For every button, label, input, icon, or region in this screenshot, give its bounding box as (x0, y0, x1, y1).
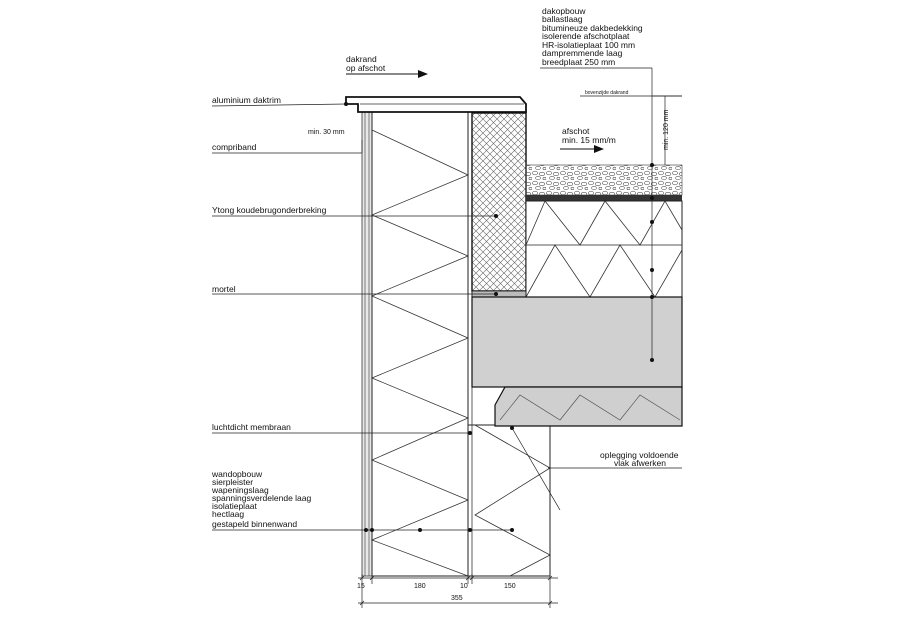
dim-150: 150 (504, 583, 516, 590)
label-compriband: compriband (212, 142, 257, 152)
insulation-zigzag (370, 129, 470, 577)
afschot-line: afschot (562, 126, 590, 136)
wandopbouw-line: hectlaag (212, 509, 244, 519)
label-ytong: Ytong koudebrugonderbreking (212, 205, 327, 215)
slab-bearing (494, 386, 683, 427)
label-oplegging: oplegging voldoende vlak afwerken (600, 450, 679, 468)
dakopbouw-line: dampremmende laag (542, 48, 623, 58)
roof-insulation (525, 200, 683, 298)
wall-finish-layers (361, 105, 373, 577)
inner-leaf (467, 424, 551, 577)
roof-build-up (525, 164, 683, 298)
oplegging-line: vlak afwerken (614, 458, 666, 468)
wandopbouw-line: wapeningslaag (211, 485, 269, 495)
label-aluminium-daktrim: aluminium daktrim (212, 95, 281, 105)
oplegging-line: oplegging voldoende (600, 450, 679, 460)
dim-total-355: 355 (451, 595, 463, 602)
concrete-slab (471, 296, 683, 388)
wandopbouw-line: sierpleister (212, 477, 253, 487)
wall-assembly (361, 105, 551, 577)
afschot-line: min. 15 mm/m (562, 135, 616, 145)
wandopbouw-line: spanningsverdelende laag (212, 493, 312, 503)
dim-15: 15 (357, 583, 365, 590)
roof-edge-trim (345, 96, 527, 113)
dimension-lines (358, 574, 558, 608)
label-afschot: afschot min. 15 mm/m (562, 126, 616, 145)
dakrand-arrow (418, 70, 428, 78)
label-luchtdicht: luchtdicht membraan (212, 422, 291, 432)
dakopbouw-line: bitumineuze dakbedekking (542, 23, 643, 33)
wandopbouw-line: wandopbouw (211, 469, 263, 479)
label-dakopbouw: dakopbouw ballastlaag bitumineuze dakbed… (542, 6, 643, 67)
ytong-thermal-break (471, 112, 527, 292)
label-min30: min. 30 mm (308, 129, 345, 136)
dim-180: 180 (414, 583, 426, 590)
label-bovenzijde: bovenzijde dakrand (585, 90, 629, 96)
dakrand-line: op afschot (346, 63, 386, 73)
bitumen-membrane (526, 195, 682, 201)
label-min120: min. 120 mm (663, 109, 670, 150)
leader-lines (211, 67, 682, 531)
dakopbouw-line: HR-isolatieplaat 100 mm (542, 40, 635, 50)
dakopbouw-line: ballastlaag (542, 14, 583, 24)
wall-insulation (371, 107, 469, 577)
dakopbouw-line: dakopbouw (542, 6, 586, 16)
afschot-arrow (594, 145, 604, 153)
gravel-ballast (525, 164, 683, 196)
dim-10: 10 (460, 583, 468, 590)
label-wandopbouw: wandopbouw sierpleister wapeningslaag sp… (211, 469, 312, 529)
dakopbouw-line: breedplaat 250 mm (542, 57, 615, 67)
wandopbouw-line: gestapeld binnenwand (212, 519, 297, 529)
wandopbouw-line: isolatieplaat (212, 501, 258, 511)
label-dakrand: dakrand op afschot (346, 54, 386, 73)
dakrand-line: dakrand (346, 54, 377, 64)
label-mortel: mortel (212, 284, 236, 294)
leader-dots (344, 102, 654, 532)
dakopbouw-line: isolerende afschotplaat (542, 31, 630, 41)
